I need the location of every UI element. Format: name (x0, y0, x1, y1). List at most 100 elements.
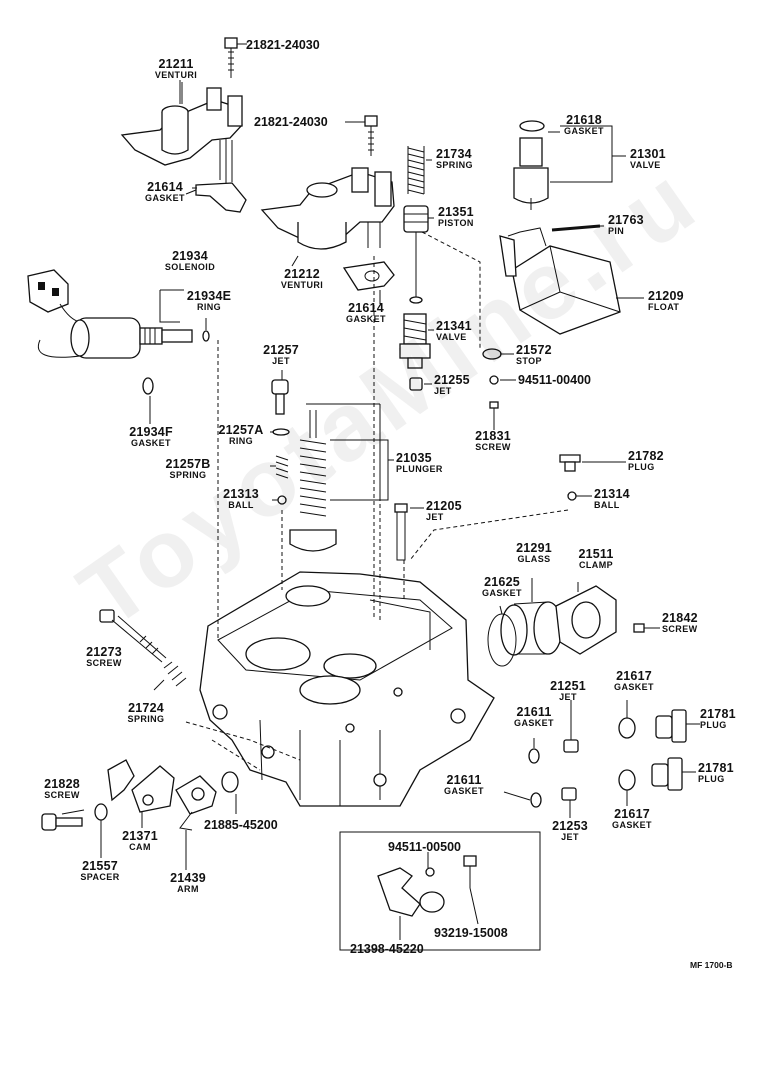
bolt-21821-mid (345, 115, 378, 156)
label-21934F: 21934F GASKET (129, 425, 173, 449)
ball-21314 (567, 491, 577, 501)
figure-code: MF 1700-B (690, 960, 733, 970)
part-number: 21617 (616, 669, 652, 683)
pin-21763 (551, 224, 601, 232)
part-name: GASKET (564, 126, 604, 137)
label-21209: 21209 FLOAT (648, 289, 684, 313)
part-name: STOP (516, 356, 542, 367)
part-name: GASKET (514, 718, 554, 729)
part-number: 21341 (436, 319, 472, 333)
part-name: RING (228, 436, 254, 447)
label-21301: 21301 VALVE (630, 147, 666, 171)
label-21255: 21255 JET (434, 373, 470, 397)
part-name: GASKET (145, 193, 185, 204)
label-21511: 21511 CLAMP (578, 547, 613, 571)
detail-inset-box (339, 831, 541, 951)
part-name: JET (426, 512, 444, 523)
label-21257B: 21257B SPRING (166, 457, 211, 481)
part-name: GASKET (131, 438, 171, 449)
plug-21782 (559, 454, 581, 472)
label-21611-top: 21611 GASKET (514, 705, 554, 729)
jet-21253 (561, 787, 577, 801)
part-number: 21257 (263, 343, 299, 357)
part-number: 21351 (438, 205, 474, 219)
glass-21291 (500, 601, 563, 656)
label-93219-15008: 93219-15008 (434, 926, 508, 940)
label-21253: 21253 JET (552, 819, 588, 843)
gasket-21617-top (618, 717, 636, 739)
label-21205: 21205 JET (426, 499, 462, 523)
part-name: SCREW (475, 442, 511, 453)
part-number: 21611 (516, 705, 552, 719)
plunger-21035 (289, 403, 381, 552)
label-21782: 21782 PLUG (628, 449, 664, 473)
leader-lines (61, 82, 700, 940)
carburetor-body (199, 571, 495, 807)
part-name: SPRING (169, 470, 207, 481)
label-21035: 21035 PLUNGER (396, 451, 443, 475)
part-number: 21257A (218, 423, 264, 437)
label-21831: 21831 SCREW (475, 429, 511, 453)
part-name: JET (434, 386, 452, 397)
part-name: GLASS (517, 554, 551, 565)
label-21617-top: 21617 GASKET (614, 669, 654, 693)
part-name: SOLENOID (164, 262, 216, 273)
part-number: 21842 (662, 611, 698, 625)
label-21341: 21341 VALVE (436, 319, 472, 343)
part-number: 21934F (129, 425, 173, 439)
label-21351: 21351 PISTON (438, 205, 474, 229)
part-number: 21371 (122, 829, 158, 843)
spring-21257B (275, 455, 289, 479)
jet-21205 (394, 503, 408, 561)
spring-21724 (163, 661, 187, 687)
ball-21313 (277, 495, 287, 505)
part-name: VALVE (436, 332, 467, 343)
part-number: 21251 (550, 679, 586, 693)
part-name: BALL (594, 500, 620, 511)
label-21763: 21763 PIN (608, 213, 644, 237)
part-name: VALVE (630, 160, 661, 171)
bolt-21821-top (224, 37, 247, 78)
part-name: JET (559, 692, 577, 703)
gasket-21617-bot (618, 769, 636, 791)
part-name: GASKET (614, 682, 654, 693)
screw-21831 (489, 401, 499, 424)
venturi-21212 (260, 167, 395, 250)
label-94511-00500: 94511-00500 (388, 840, 461, 854)
part-number: 21301 (630, 147, 666, 161)
label-21313: 21313 BALL (223, 487, 259, 511)
part-name: PISTON (438, 218, 474, 229)
piston-21351 (403, 205, 429, 304)
part-name: RING (196, 302, 222, 313)
label-21828: 21828 SCREW (44, 777, 80, 801)
part-name: VENTURI (154, 70, 198, 81)
part-number: 21618 (566, 113, 602, 127)
gasket-21614-left (195, 182, 247, 213)
label-21257: 21257 JET (263, 343, 299, 367)
plug-21781-top (655, 709, 687, 743)
part-number: 21255 (434, 373, 470, 387)
part-number: 21572 (516, 343, 552, 357)
part-number: 21614 (348, 301, 384, 315)
part-number: 21291 (516, 541, 552, 555)
part-number: 21209 (648, 289, 684, 303)
label-21781-top: 21781 PLUG (700, 707, 736, 731)
part-number: 21313 (223, 487, 259, 501)
part-name: GASKET (444, 786, 484, 797)
bolt-93219-15008 (463, 855, 477, 888)
part-name: PLUG (700, 720, 727, 731)
spacer-21557 (94, 803, 108, 821)
label-21842: 21842 SCREW (662, 611, 698, 635)
label-21439: 21439 ARM (170, 871, 206, 895)
part-number: 21211 (158, 57, 194, 71)
label-21557: 21557 SPACER (80, 859, 119, 883)
part-name: PLUG (698, 774, 725, 785)
part-number: 21934E (186, 289, 232, 303)
part-number: 21557 (82, 859, 118, 873)
part-name: SCREW (44, 790, 80, 801)
screw-21273 (99, 609, 167, 663)
part-name: BALL (228, 500, 254, 511)
part-name: SPRING (436, 160, 473, 171)
part-number: 21781 (698, 761, 734, 775)
part-name: GASKET (612, 820, 652, 831)
